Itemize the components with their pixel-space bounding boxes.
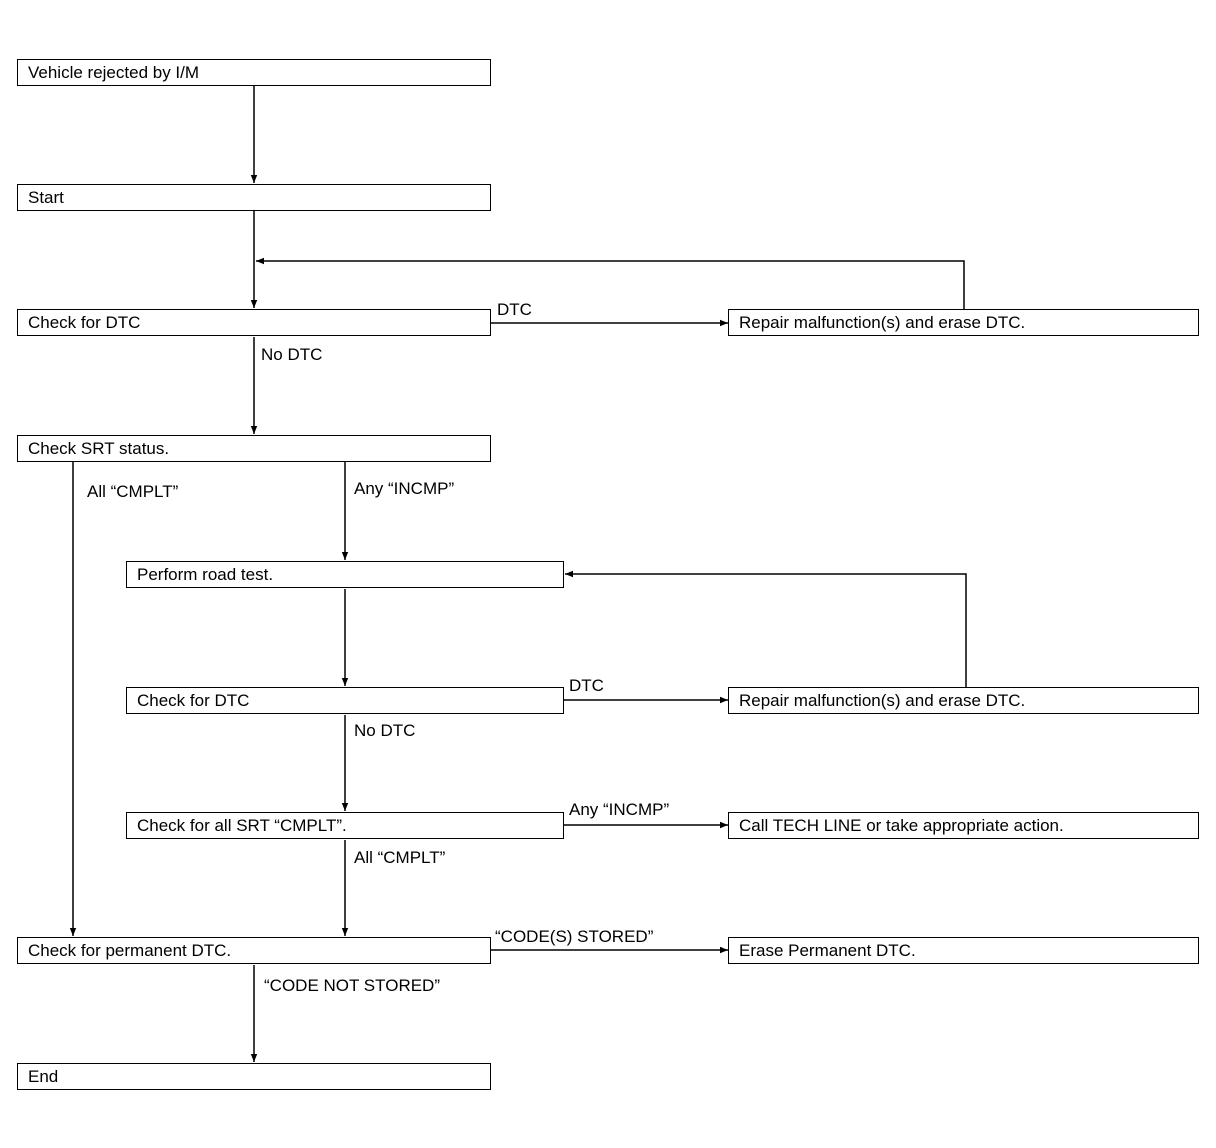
node-repair-malfunction-1: Repair malfunction(s) and erase DTC. [728,309,1199,336]
edge-label-all-cmplt-2: All “CMPLT” [354,848,446,867]
node-check-for-dtc-1: Check for DTC [17,309,491,336]
edge-label-any-incmp-2: Any “INCMP” [569,800,670,819]
edge-label-dtc-2: DTC [569,676,604,695]
node-erase-permanent-dtc: Erase Permanent DTC. [728,937,1199,964]
node-start: Start [17,184,491,211]
arrow-repair-2-loop [565,570,967,687]
node-call-tech-line: Call TECH LINE or take appropriate actio… [728,812,1199,839]
node-check-all-srt-cmplt: Check for all SRT “CMPLT”. [126,812,564,839]
arrow-repair-1-loop [256,257,965,309]
node-check-srt-status: Check SRT status. [17,435,491,462]
edge-label-any-incmp-1: Any “INCMP” [354,479,455,498]
edge-label-code-not-stored: “CODE NOT STORED” [264,976,440,995]
node-perform-road-test: Perform road test. [126,561,564,588]
node-end: End [17,1063,491,1090]
node-check-permanent-dtc: Check for permanent DTC. [17,937,491,964]
edge-label-all-cmplt-1: All “CMPLT” [87,482,179,501]
edge-label-no-dtc-2: No DTC [354,721,416,740]
node-vehicle-rejected: Vehicle rejected by I/M [17,59,491,86]
node-check-for-dtc-2: Check for DTC [126,687,564,714]
edge-label-codes-stored: “CODE(S) STORED” [495,927,654,946]
node-repair-malfunction-2: Repair malfunction(s) and erase DTC. [728,687,1199,714]
edge-label-dtc-1: DTC [497,300,532,319]
edge-label-no-dtc-1: No DTC [261,345,323,364]
